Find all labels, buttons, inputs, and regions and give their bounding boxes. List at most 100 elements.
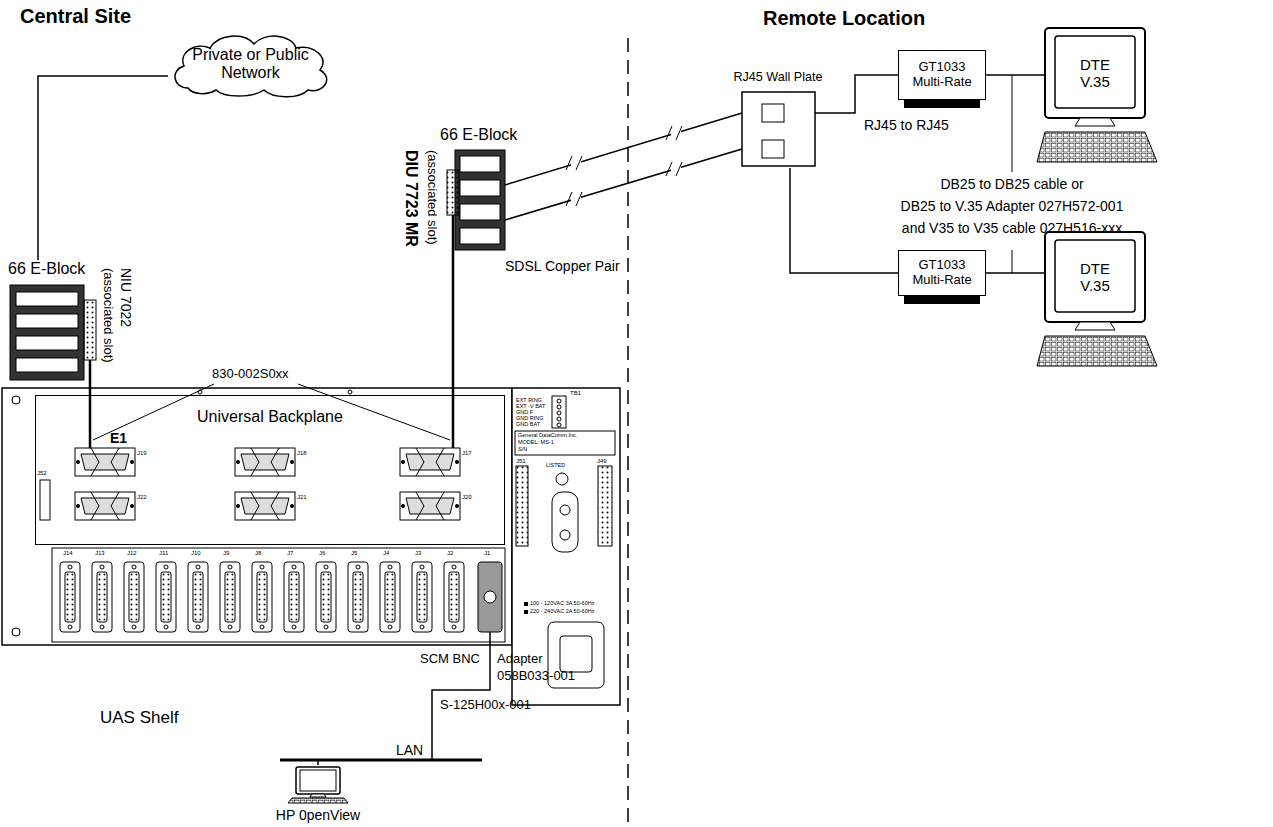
module-name: DIU 7723 MR [402, 150, 421, 247]
connector-name: J21 [297, 494, 307, 501]
power-module [556, 473, 568, 485]
cable-note: DB25 to V.35 Adapter 027H572-001 [901, 198, 1124, 215]
workstation-drawing [288, 767, 348, 803]
shelf-drawing [235, 448, 295, 476]
connector-name: J5 [351, 550, 357, 557]
wall-plate-drawing [742, 92, 815, 166]
node-text: DTE V.35 [1070, 260, 1120, 295]
modem-box: GT1033 Multi-Rate [898, 250, 986, 296]
connector-name: J51 [516, 458, 526, 465]
site-heading: Remote Location [763, 6, 925, 30]
cable [89, 388, 92, 448]
nameplate-text: S/N [518, 446, 527, 453]
shelf-drawing [220, 562, 240, 632]
universal-backplane: Universal Backplane [35, 395, 505, 545]
e-block-drawing [16, 314, 78, 328]
site-heading: Central Site [20, 4, 131, 28]
connector-name: J8 [255, 550, 261, 557]
shelf-drawing [348, 390, 352, 394]
part-label: SCM BNC [420, 651, 480, 667]
workstation-drawing [288, 798, 348, 803]
e-block: 66 E-Block [440, 126, 524, 252]
e-block-drawing [447, 170, 459, 215]
e-block-drawing [16, 336, 78, 350]
workstation-drawing [310, 794, 326, 797]
dte-monitor: DTE V.35 [1045, 28, 1145, 118]
power-module [516, 466, 528, 546]
shelf-drawing [235, 492, 295, 520]
node-text: 66 E-Block [440, 126, 517, 144]
workstation-drawing [300, 770, 336, 791]
shelf-drawing [478, 562, 502, 632]
site-divider [628, 38, 629, 827]
e-block-drawing [84, 300, 96, 360]
shelf-drawing [252, 562, 272, 632]
connector-name: J2 [447, 550, 453, 557]
power-module [598, 466, 612, 546]
dte-terminal [1037, 28, 1157, 162]
shelf-drawing [444, 562, 464, 632]
power-module [552, 492, 578, 552]
shelf-drawing [40, 480, 50, 520]
connector-name: J10 [191, 550, 201, 557]
e-block-drawing [460, 156, 500, 172]
power-module [557, 423, 561, 427]
wall-plate: RJ45 Wall Plate [728, 70, 828, 168]
terminal-name: EXT RING [516, 397, 542, 404]
shelf-drawing [348, 562, 368, 632]
leader-line [1012, 250, 1013, 273]
wall-plate-drawing [762, 140, 784, 158]
connector-name: J9 [223, 550, 229, 557]
nameplate-text: General DataComm,Inc. [518, 432, 577, 439]
shelf-drawing [188, 562, 208, 632]
cable [452, 388, 455, 448]
shelf-drawing [12, 628, 20, 636]
modem-base [904, 296, 980, 304]
power-module [515, 431, 615, 455]
connector-name: J14 [63, 550, 73, 557]
connector [815, 75, 898, 113]
connector-name: J7 [287, 550, 293, 557]
dte-terminal [1037, 232, 1157, 366]
shelf-drawing [316, 562, 336, 632]
connector-name: J11 [159, 550, 168, 557]
port-name: E1 [110, 430, 127, 447]
power-rating: 100 - 120VAC 3A 50-60Hz [530, 600, 594, 607]
connector [986, 74, 1045, 76]
node-text: HP 0penView [276, 807, 360, 823]
terminal-name: TB1 [570, 390, 581, 397]
cable [89, 360, 92, 382]
connector [452, 252, 455, 388]
shelf-drawing [380, 562, 400, 632]
node-text: GT1033 Multi-Rate [902, 60, 982, 90]
node-text: RJ45 Wall Plate [733, 70, 822, 84]
shelf-drawing [2, 388, 512, 645]
dte-terminal [1037, 28, 1157, 366]
nameplate-text: MODEL: MS-1 [518, 439, 554, 446]
node-text: Private or Public Network [186, 46, 316, 83]
leader-line [93, 75, 1012, 440]
connector [505, 149, 742, 220]
power-module [557, 405, 561, 409]
workstation: HP 0penView [258, 765, 378, 823]
power-module [560, 505, 570, 515]
e-block-drawing [460, 204, 500, 220]
connector-name: J18 [297, 450, 307, 457]
connector [89, 382, 92, 388]
node-text: UAS Shelf [100, 708, 178, 728]
approval-mark: LISTED [546, 462, 565, 469]
power-module [557, 399, 561, 403]
terminal-name: GND BAT [516, 421, 540, 428]
connector-name: J12 [127, 550, 137, 557]
power-module [560, 530, 570, 540]
e-block-drawing [460, 228, 500, 244]
power-module [524, 602, 528, 606]
connector-name: J3 [415, 550, 421, 557]
power-module [557, 417, 561, 421]
connector [38, 76, 168, 260]
workstation-drawing [296, 767, 340, 794]
cable-part-number: 830-002S0xx [212, 366, 289, 382]
network-label: LAN [396, 742, 423, 759]
line-label: SDSL Copper Pair [505, 258, 620, 275]
